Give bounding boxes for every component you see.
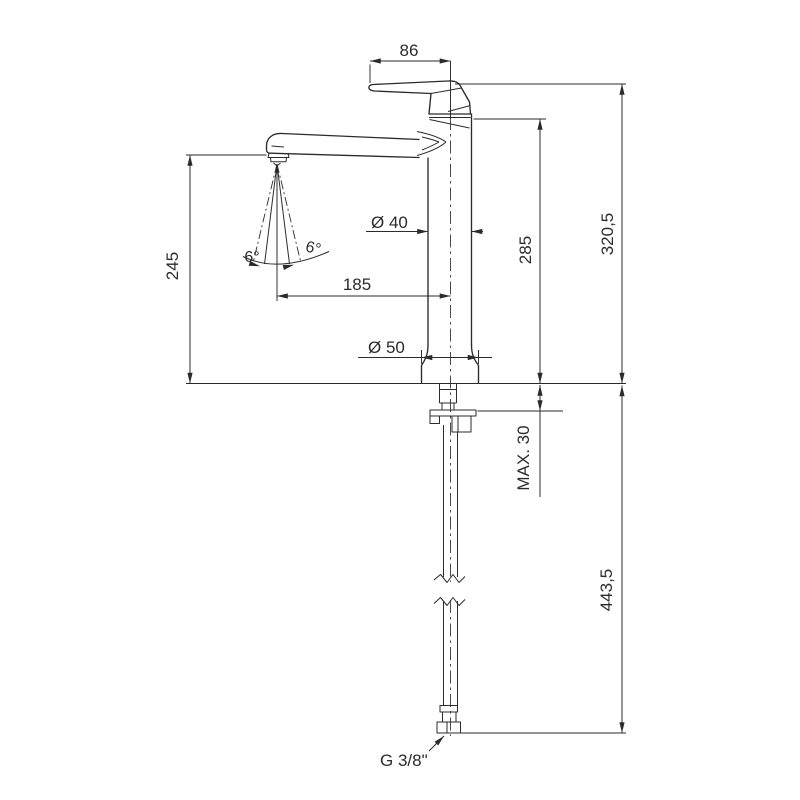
label-handle-length: 86 (400, 41, 419, 60)
handle-underside-line (430, 87, 462, 94)
break-symbol-bottom (433, 597, 466, 606)
extension-lines (186, 61, 626, 734)
handle-lever (368, 80, 472, 115)
label-overall-height: 320,5 (598, 213, 617, 256)
break-symbol-top (433, 574, 466, 583)
spray-cone (242, 163, 330, 271)
arc-arrow-left (248, 260, 260, 267)
label-spout-reach: 185 (343, 275, 371, 294)
spray-dashdot-right (276, 163, 301, 262)
dimension-labels: 86 320,5 285 245 185 Ø 40 Ø 50 MAX. 30 4… (163, 41, 617, 770)
base-flare-right (470, 344, 480, 384)
body-shoulder-line (429, 119, 470, 129)
mounting-nut (451, 415, 472, 433)
spout-tip-dash (271, 145, 285, 148)
label-spray-angle-right: 6° (304, 239, 323, 259)
leader-thread (428, 735, 445, 752)
supply-hose (433, 425, 466, 734)
base-flare-left (420, 344, 429, 384)
label-max-deck-thickness: MAX. 30 (514, 425, 533, 490)
hose-upper (443, 425, 458, 577)
spray-angle-arc (242, 251, 330, 265)
label-spout-clearance: 245 (163, 252, 182, 280)
spout-arm (265, 132, 420, 159)
label-thread: G 3/8" (380, 751, 428, 770)
aerator (267, 153, 290, 163)
handle-base-facet-line (447, 105, 471, 112)
hose-end-fitting (436, 721, 461, 734)
arc-arrow-right (282, 264, 294, 270)
label-body-diameter: Ø 40 (371, 213, 408, 232)
dimension-lines (187, 58, 625, 752)
spray-solid-left (264, 163, 278, 265)
label-spray-angle-left: 6° (244, 249, 259, 266)
label-height-to-deck: 285 (516, 236, 535, 264)
hose-collar (439, 705, 458, 722)
spray-solid-right (276, 163, 290, 265)
spout-body-seam (416, 131, 447, 156)
label-base-diameter: Ø 50 (368, 338, 405, 357)
hose-lower (443, 601, 458, 706)
spray-dashdot-left (253, 163, 278, 262)
threaded-shank (439, 384, 457, 410)
mounting-washer (429, 409, 477, 424)
label-hose-length: 443,5 (597, 569, 616, 612)
mounting-hardware (429, 384, 477, 433)
